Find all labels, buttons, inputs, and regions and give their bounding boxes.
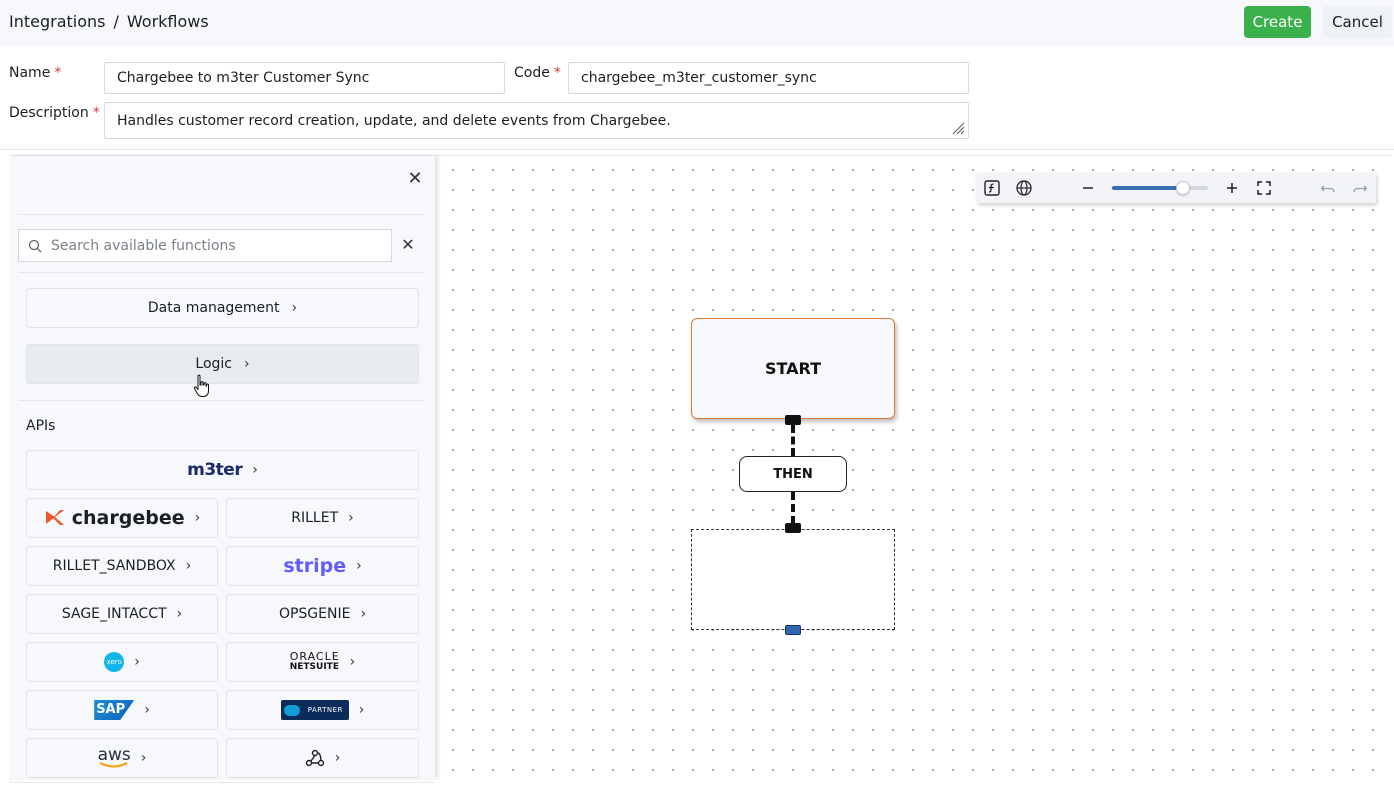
m3ter-logo: m3ter: [187, 460, 243, 480]
create-button[interactable]: Create: [1244, 6, 1311, 38]
api-m3ter[interactable]: m3ter ›: [26, 450, 419, 490]
salesforce-partner-logo: PARTNER: [280, 700, 349, 720]
chevron-right-icon: ›: [348, 510, 354, 526]
stripe-logo: stripe: [283, 555, 347, 577]
resize-grip-icon[interactable]: [951, 121, 965, 135]
top-bar: Integrations / Workflows Create Cancel: [0, 0, 1394, 46]
api-aws[interactable]: aws ›: [26, 738, 218, 778]
oracle-netsuite-logo: ORACLE NETSUITE: [289, 650, 340, 672]
chevron-right-icon: ›: [334, 750, 341, 766]
zoom-slider-thumb[interactable]: [1176, 181, 1191, 195]
then-node[interactable]: THEN: [739, 456, 847, 492]
zoom-out-icon[interactable]: [1079, 179, 1097, 197]
globe-icon[interactable]: [1015, 179, 1033, 197]
panel-divider: [18, 400, 425, 401]
api-oracle-netsuite[interactable]: ORACLE NETSUITE ›: [226, 642, 419, 682]
category-data-management[interactable]: Data management ›: [26, 288, 419, 328]
api-rillet-sandbox[interactable]: RILLET_SANDBOX ›: [26, 546, 218, 586]
chevron-right-icon: ›: [176, 606, 183, 622]
zoom-in-icon[interactable]: [1223, 179, 1241, 197]
chevron-right-icon: ›: [185, 558, 192, 574]
category-label: Logic: [195, 356, 232, 372]
category-label: Data management: [147, 300, 280, 316]
start-node-output-handle[interactable]: [785, 415, 801, 425]
chevron-right-icon: ›: [349, 654, 356, 670]
api-label: RILLET: [291, 510, 339, 526]
connector-line: [791, 425, 795, 456]
workflow-form: Name* Chargebee to m3ter Customer Sync C…: [0, 46, 1394, 150]
api-xero[interactable]: xero ›: [26, 642, 218, 682]
panel-divider: [18, 214, 425, 215]
chevron-right-icon: ›: [194, 510, 201, 526]
api-opsgenie[interactable]: OPSGENIE ›: [226, 594, 419, 634]
api-label: RILLET_SANDBOX: [52, 558, 176, 574]
empty-step-placeholder[interactable]: [691, 529, 895, 630]
fit-view-icon[interactable]: [1255, 179, 1273, 197]
sap-logo: SAP: [94, 700, 135, 720]
breadcrumb-integrations[interactable]: Integrations: [9, 12, 106, 31]
chevron-right-icon: ›: [243, 356, 250, 372]
function-icon[interactable]: [983, 179, 1001, 197]
search-box: [18, 229, 392, 262]
start-node[interactable]: START: [691, 318, 895, 419]
chevron-right-icon: ›: [356, 558, 362, 574]
search-input[interactable]: [51, 230, 386, 261]
connector-line: [791, 492, 795, 524]
api-salesforce-partner[interactable]: PARTNER ›: [226, 690, 419, 730]
chevron-right-icon: ›: [358, 702, 365, 718]
aws-smile-icon: [99, 762, 128, 768]
description-field[interactable]: Handles customer record creation, update…: [104, 102, 969, 139]
zoom-slider[interactable]: [1112, 181, 1208, 195]
aws-logo: aws: [98, 747, 131, 768]
breadcrumb-workflows: Workflows: [126, 12, 209, 31]
apis-label: APIs: [26, 418, 56, 434]
placeholder-output-handle[interactable]: [785, 625, 801, 635]
cancel-button[interactable]: Cancel: [1323, 6, 1392, 38]
xero-logo: xero: [104, 652, 125, 672]
canvas-toolbar: [977, 173, 1376, 203]
chevron-right-icon: ›: [291, 300, 298, 316]
category-logic[interactable]: Logic ›: [26, 344, 419, 384]
api-label: OPSGENIE: [278, 606, 351, 622]
api-sage-intacct[interactable]: SAGE_INTACCT ›: [26, 594, 218, 634]
chargebee-logo-mark-icon: [45, 510, 64, 525]
api-webhook[interactable]: ›: [226, 738, 419, 778]
api-rillet[interactable]: RILLET ›: [226, 498, 419, 538]
redo-icon[interactable]: [1351, 179, 1369, 197]
placeholder-input-handle[interactable]: [785, 523, 801, 533]
breadcrumb-separator: /: [113, 12, 119, 31]
workflow-canvas[interactable]: [435, 156, 1392, 783]
search-clear-icon[interactable]: ✕: [401, 235, 415, 254]
hand-cursor-icon: [193, 374, 209, 397]
zoom-slider-fill: [1112, 186, 1184, 190]
webhook-icon: [305, 749, 324, 767]
chevron-right-icon: ›: [134, 654, 140, 670]
chargebee-logo: chargebee: [71, 507, 185, 529]
description-label: Description*: [9, 105, 100, 121]
panel-divider: [18, 272, 425, 273]
breadcrumb: Integrations / Workflows: [9, 12, 209, 31]
chevron-right-icon: ›: [360, 606, 367, 622]
functions-panel: ✕ ✕ Data management› Logic› APIs m3ter› …: [10, 156, 435, 778]
undo-icon[interactable]: [1319, 179, 1337, 197]
panel-close-icon[interactable]: ✕: [407, 168, 423, 189]
chevron-right-icon: ›: [140, 750, 147, 766]
code-label: Code*: [514, 65, 561, 81]
description-text: Handles customer record creation, update…: [117, 113, 671, 129]
code-field[interactable]: chargebee_m3ter_customer_sync: [568, 62, 969, 94]
chevron-right-icon: ›: [252, 462, 258, 478]
search-icon: [28, 239, 42, 253]
name-field[interactable]: Chargebee to m3ter Customer Sync: [104, 62, 505, 94]
api-stripe[interactable]: stripe ›: [226, 546, 419, 586]
chevron-right-icon: ›: [144, 702, 150, 718]
name-label: Name*: [9, 65, 62, 81]
api-label: SAGE_INTACCT: [61, 606, 167, 622]
api-chargebee[interactable]: chargebee ›: [26, 498, 218, 538]
api-sap[interactable]: SAP ›: [26, 690, 218, 730]
